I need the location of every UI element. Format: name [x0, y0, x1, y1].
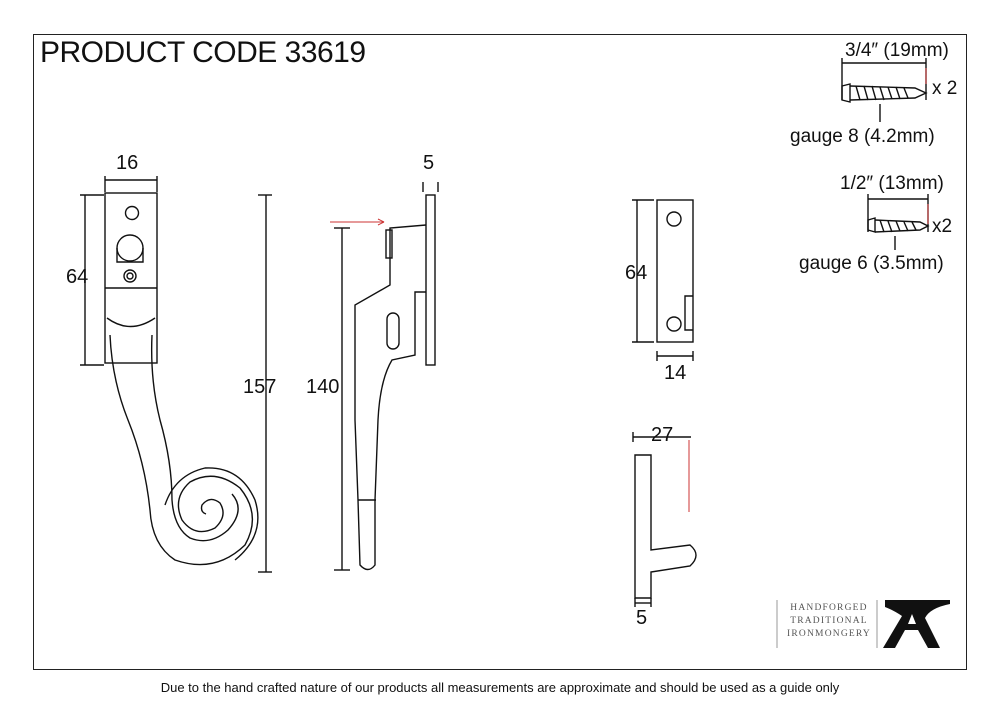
dim-hook-plate: 5 — [636, 607, 648, 629]
handle-front-view — [80, 176, 272, 573]
keep-front-view — [632, 199, 694, 361]
drawing-frame — [33, 34, 967, 670]
screw-large-gauge: gauge 8 (4.2mm) — [790, 126, 935, 147]
screw-small-qty: x2 — [932, 216, 953, 237]
hook-side-view — [632, 432, 697, 607]
dim-hook-depth: 27 — [651, 424, 674, 446]
dim-side-length: 140 — [306, 376, 340, 398]
dim-handle-width: 16 — [116, 152, 139, 174]
dim-keep-height: 64 — [625, 262, 648, 284]
dim-side-plate: 5 — [423, 152, 435, 174]
disclaimer-footer: Due to the hand crafted nature of our pr… — [160, 680, 840, 695]
screw-large-qty: x 2 — [932, 78, 958, 99]
logo-line-3: IRONMONGERY — [787, 629, 871, 639]
screw-small — [867, 194, 930, 250]
screw-large-length: 3/4″ (19mm) — [845, 40, 949, 61]
logo-line-2: TRADITIONAL — [790, 616, 868, 626]
screw-small-gauge: gauge 6 (3.5mm) — [799, 253, 944, 274]
dim-handle-fixing: 64 — [66, 266, 89, 288]
dim-keep-width: 14 — [664, 362, 687, 384]
product-code-title: PRODUCT CODE 33619 — [40, 36, 366, 69]
screw-large — [841, 58, 928, 122]
dim-handle-length: 157 — [243, 376, 277, 398]
handle-side-view — [334, 182, 439, 571]
company-logo-text: HANDFORGED TRADITIONAL IRONMONGERY — [783, 602, 875, 641]
anvil-logo-icon — [883, 600, 950, 648]
screw-small-length: 1/2″ (13mm) — [840, 173, 944, 194]
logo-line-1: HANDFORGED — [790, 603, 868, 613]
